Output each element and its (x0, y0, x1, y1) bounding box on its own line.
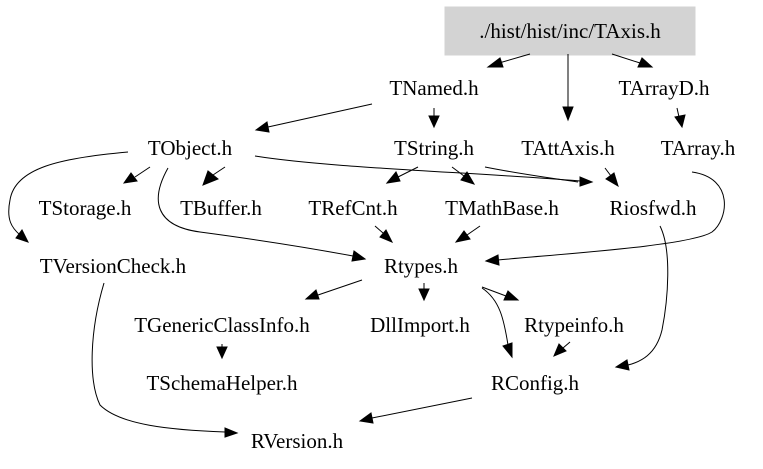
arrowhead-riosfwd-rconfig (614, 359, 630, 371)
node-rversion[interactable]: RVersion.h (251, 429, 344, 453)
edge-tattaxis-riosfwd (604, 167, 612, 177)
arrowhead-rtypeinfo-rconfig (553, 343, 567, 357)
arrowhead-tobject-tstorage (122, 172, 138, 184)
node-tstorage[interactable]: TStorage.h (39, 196, 132, 220)
arrowhead-trefcnt-rtypes (379, 229, 394, 243)
edge-tmathbase-rtypes (466, 225, 481, 236)
edge-rconfig-rversion (371, 397, 473, 419)
arrowhead-tobject-tversioncheck (15, 229, 29, 243)
edge-tstring-trefcnt (397, 166, 419, 178)
arrowhead-rtypes-dllimport (418, 288, 430, 302)
arrowhead-rtypes-rtypeinfo (503, 290, 520, 301)
node-dllimport[interactable]: DllImport.h (370, 313, 470, 337)
edge-tstring-tmathbase (451, 166, 465, 177)
edge-trefcnt-rtypes (374, 225, 384, 234)
edge-rtypes-rtypeinfo (481, 286, 507, 297)
arrowhead-tarrayd-tarray (674, 114, 686, 129)
arrowhead-rconfig-rversion (358, 412, 374, 424)
arrowhead-tstring-trefcnt (385, 171, 401, 184)
edge-tarray-rtypes (497, 171, 725, 261)
edge-tversioncheck-rversion (91, 282, 226, 433)
root-node-label: ./hist/hist/inc/TAxis.h (479, 19, 661, 43)
arrowhead-tversioncheck-rversion (224, 427, 239, 438)
node-tstring[interactable]: TString.h (394, 136, 474, 160)
node-tarrayd[interactable]: TArrayD.h (618, 76, 710, 100)
node-tnamed[interactable]: TNamed.h (389, 76, 479, 100)
arrowhead-tstring-tmathbase (460, 171, 476, 185)
edge-tarrayd-tarray (676, 107, 680, 118)
arrowhead-tobject-tbuffer (202, 170, 219, 186)
arrowhead-tmathbase-rtypes (454, 230, 471, 243)
edge-tobject-riosfwd (254, 155, 581, 182)
edge-tobject-tstorage (134, 166, 151, 178)
node-tarray[interactable]: TArray.h (661, 136, 736, 160)
edge-rtypeinfo-rconfig (562, 341, 571, 349)
edge-tnamed-tobject (267, 103, 373, 128)
arrowhead-root-tarrayd (637, 57, 654, 68)
edges (8, 53, 725, 438)
arrowhead-tnamed-tobject (254, 121, 270, 133)
arrowhead-tattaxis-riosfwd (605, 172, 619, 188)
node-riosfwd[interactable]: Riosfwd.h (610, 196, 697, 220)
edge-root-tnamed (498, 53, 531, 64)
node-root[interactable]: ./hist/hist/inc/TAxis.h (444, 6, 696, 56)
edge-tobject-rtypes (157, 167, 354, 257)
node-tobject[interactable]: TObject.h (148, 136, 233, 160)
arrowhead-tarray-rtypes (484, 254, 500, 266)
arrowhead-rtypes-tgenericclassinfo (304, 289, 320, 300)
arrowhead-rtypes-rconfig (502, 342, 513, 359)
node-rtypeinfo[interactable]: Rtypeinfo.h (524, 313, 624, 337)
edge-tstring-riosfwd (484, 166, 579, 183)
root-node-box (444, 6, 696, 56)
arrowhead-tobject-riosfwd (579, 176, 594, 187)
arrowhead-tobject-rtypes (351, 250, 367, 262)
node-tschemahelper[interactable]: TSchemaHelper.h (146, 371, 298, 395)
arrowhead-root-tattaxis (562, 106, 574, 122)
edge-rtypes-tgenericclassinfo (317, 279, 363, 296)
node-rtypes[interactable]: Rtypes.h (384, 254, 459, 278)
node-tversioncheck[interactable]: TVersionCheck.h (40, 254, 187, 278)
node-tgenericclassinfo[interactable]: TGenericClassInfo.h (134, 313, 310, 337)
arrowhead-tgenericclassinfo-tschemahelper (216, 346, 228, 360)
edge-rtypes-rconfig (481, 287, 509, 346)
edge-riosfwd-rconfig (627, 225, 669, 366)
arrowhead-root-tnamed (486, 57, 504, 68)
edge-tobject-tversioncheck (8, 151, 129, 236)
node-tbuffer[interactable]: TBuffer.h (180, 196, 262, 220)
edge-root-tarrayd (611, 53, 641, 64)
node-rconfig[interactable]: RConfig.h (491, 371, 580, 395)
arrowhead-tnamed-tstring (428, 115, 440, 129)
edge-tobject-tbuffer (212, 166, 226, 176)
node-tmathbase[interactable]: TMathBase.h (445, 196, 559, 220)
node-tattaxis[interactable]: TAttAxis.h (521, 136, 615, 160)
node-trefcnt[interactable]: TRefCnt.h (308, 196, 398, 220)
nodes: TNamed.h TArrayD.h TObject.h TString.h T… (39, 76, 736, 453)
